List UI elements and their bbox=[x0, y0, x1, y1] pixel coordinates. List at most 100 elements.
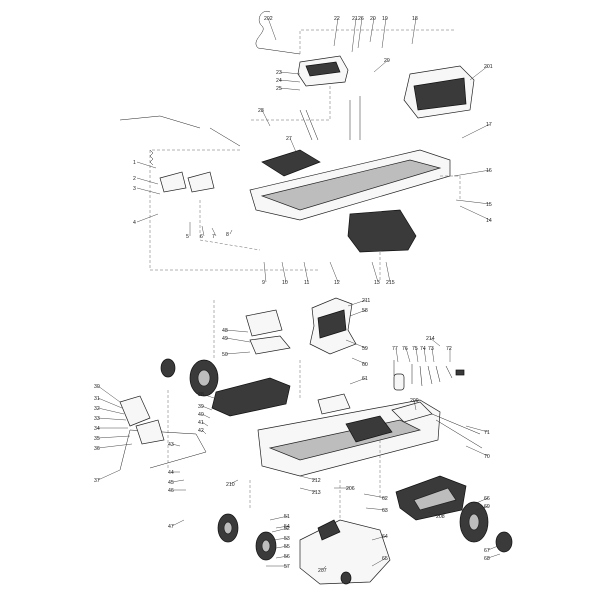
callout-leader-201 bbox=[469, 65, 489, 81]
callout-label-22: 22 bbox=[334, 16, 340, 22]
callout-leader-59 bbox=[345, 339, 367, 349]
callout-label-72: 72 bbox=[446, 346, 452, 352]
callout-label-55: 55 bbox=[284, 544, 290, 550]
callout-leader-19 bbox=[381, 17, 387, 49]
callout-label-207: 207 bbox=[318, 568, 327, 574]
callout-leader-17 bbox=[461, 123, 491, 139]
callout-leader-214 bbox=[429, 337, 441, 347]
spring bbox=[149, 149, 154, 166]
callout-leader-13 bbox=[371, 261, 379, 283]
callout-leader-18 bbox=[411, 17, 417, 45]
callout-leader-1 bbox=[136, 161, 157, 169]
callout-leader-9 bbox=[263, 261, 267, 283]
callout-leader-210 bbox=[229, 479, 239, 485]
callout-label-41: 41 bbox=[198, 420, 204, 426]
callout-leader-25 bbox=[279, 87, 301, 91]
callout-label-202: 202 bbox=[264, 16, 273, 22]
callout-leader-47 bbox=[171, 519, 185, 527]
callout-label-39: 39 bbox=[198, 404, 204, 410]
callout-leader-30 bbox=[97, 385, 121, 403]
callout-leader-53 bbox=[271, 537, 289, 541]
callout-leader-38 bbox=[201, 393, 215, 399]
callout-leader-41 bbox=[201, 421, 209, 427]
callout-leader-3 bbox=[136, 187, 161, 195]
pedal-linkage bbox=[119, 115, 241, 147]
callout-leader-7 bbox=[211, 227, 217, 237]
callout-leader-54 bbox=[275, 525, 289, 529]
callout-label-16: 16 bbox=[486, 168, 492, 174]
callout-label-65: 65 bbox=[382, 556, 388, 562]
callout-leader-39 bbox=[201, 405, 213, 411]
callout-label-26: 26 bbox=[358, 16, 364, 22]
callout-leader-35 bbox=[97, 435, 131, 439]
callout-leader-21 bbox=[351, 17, 357, 53]
callout-label-10: 10 bbox=[282, 280, 288, 286]
callout-label-211: 211 bbox=[362, 298, 370, 304]
callout-label-201: 201 bbox=[484, 64, 493, 70]
callout-label-29: 29 bbox=[384, 58, 390, 64]
callout-label-64: 64 bbox=[382, 534, 388, 540]
callout-leader-40 bbox=[201, 413, 211, 419]
callout-label-14: 14 bbox=[486, 218, 492, 224]
callout-leader-33 bbox=[97, 417, 127, 421]
callout-label-70: 70 bbox=[484, 454, 490, 460]
callout-label-27: 27 bbox=[286, 136, 292, 142]
callout-label-215: 215 bbox=[386, 280, 395, 286]
callout-label-36: 36 bbox=[94, 446, 100, 452]
callout-label-34: 34 bbox=[94, 426, 100, 432]
callout-leader-213 bbox=[299, 487, 317, 493]
control-board bbox=[345, 415, 393, 443]
callout-label-35: 35 bbox=[94, 436, 100, 442]
callout-leader-66 bbox=[473, 497, 489, 505]
battery-tray bbox=[211, 377, 291, 417]
callout-label-33: 33 bbox=[94, 416, 100, 422]
callout-leader-6 bbox=[201, 225, 205, 237]
callout-label-66: 66 bbox=[484, 496, 490, 502]
callout-leader-8 bbox=[229, 229, 233, 235]
callout-leader-31 bbox=[97, 397, 123, 409]
callout-label-45: 45 bbox=[168, 480, 174, 486]
callout-label-28: 28 bbox=[258, 108, 264, 114]
callout-label-20: 20 bbox=[370, 16, 376, 22]
callout-label-61: 61 bbox=[362, 376, 368, 382]
callout-label-9: 9 bbox=[262, 280, 265, 286]
callout-label-24: 24 bbox=[276, 78, 282, 84]
callout-label-59: 59 bbox=[362, 346, 368, 352]
callout-label-214: 214 bbox=[426, 336, 435, 342]
callout-leader-208 bbox=[427, 511, 441, 517]
callout-leader-76 bbox=[405, 347, 411, 363]
callout-label-69: 69 bbox=[484, 504, 490, 510]
callout-leader-16 bbox=[453, 169, 491, 177]
callout-label-37: 37 bbox=[94, 478, 100, 484]
callout-label-2: 2 bbox=[133, 176, 136, 182]
callout-label-13: 13 bbox=[374, 280, 380, 286]
callout-leader-215 bbox=[385, 261, 391, 283]
floor-plate bbox=[261, 149, 321, 177]
callout-leader-24 bbox=[279, 79, 301, 83]
callout-label-4: 4 bbox=[133, 220, 136, 226]
callout-label-58: 58 bbox=[362, 308, 368, 314]
callout-leader-207 bbox=[321, 565, 327, 571]
callout-label-76: 76 bbox=[402, 346, 408, 352]
callout-leader-52 bbox=[271, 527, 289, 533]
callout-label-30: 30 bbox=[94, 384, 100, 390]
callout-label-54: 54 bbox=[284, 524, 290, 530]
callout-label-209: 209 bbox=[410, 398, 419, 404]
callout-label-67: 67 bbox=[484, 548, 490, 554]
seat-panel bbox=[245, 309, 283, 337]
callout-label-23: 23 bbox=[276, 70, 282, 76]
callout-leader-51 bbox=[269, 515, 289, 521]
callout-leader-64 bbox=[371, 535, 387, 541]
callout-label-44: 44 bbox=[168, 470, 174, 476]
callout-leader-63 bbox=[365, 507, 387, 511]
callout-label-74: 74 bbox=[420, 346, 426, 352]
callout-label-212: 212 bbox=[312, 478, 321, 484]
callout-label-63: 63 bbox=[382, 508, 388, 514]
callout-leader-22 bbox=[333, 17, 339, 47]
callout-leader-49 bbox=[225, 337, 251, 343]
callout-label-8: 8 bbox=[226, 232, 229, 238]
callout-leader-11 bbox=[303, 261, 309, 283]
callout-label-21: 21 bbox=[352, 16, 358, 22]
callout-label-12: 12 bbox=[334, 280, 340, 286]
